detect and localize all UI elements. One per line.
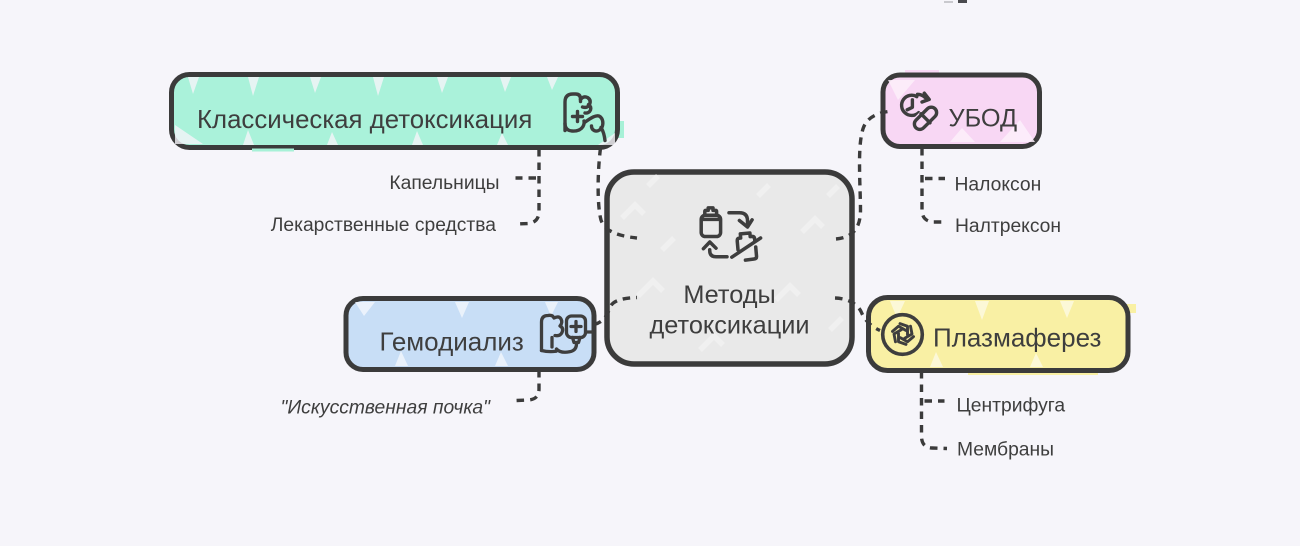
svg-text:Методы: Методы: [683, 281, 775, 309]
svg-text:Налтрексон: Налтрексон: [955, 216, 1061, 237]
svg-text:Гемодиализ: Гемодиализ: [380, 327, 524, 357]
svg-text:Плазмаферез: Плазмаферез: [933, 323, 1101, 353]
svg-text:Налоксон: Налоксон: [955, 174, 1042, 195]
svg-text:Классическая детоксикация: Классическая детоксикация: [197, 106, 532, 134]
svg-text:Капельницы: Капельницы: [389, 173, 499, 194]
svg-text:Центрифуга: Центрифуга: [957, 396, 1066, 417]
svg-text:Лекарственные средства: Лекарственные средства: [271, 215, 497, 236]
svg-text:Мембраны: Мембраны: [957, 440, 1054, 461]
svg-text:"Искусственная почка": "Искусственная почка": [281, 398, 492, 419]
svg-text:УБОД: УБОД: [949, 105, 1018, 133]
svg-text:детоксикации: детоксикации: [650, 311, 810, 339]
